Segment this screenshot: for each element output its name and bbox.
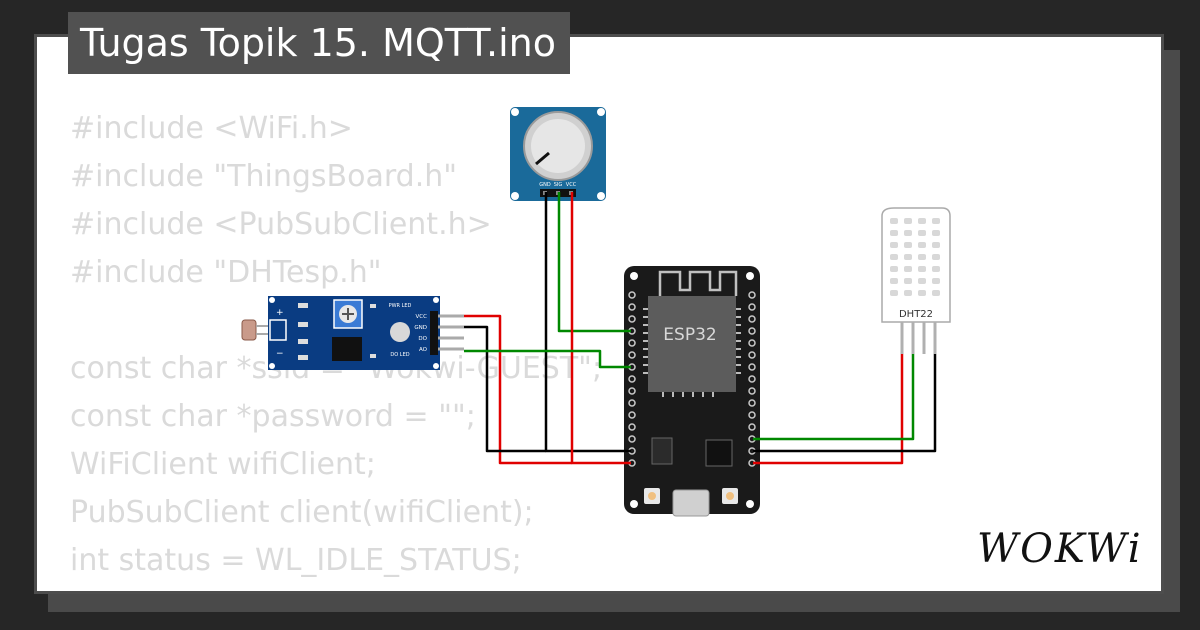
wokwi-wordmark: WOKWi <box>977 526 1143 572</box>
dht22-case <box>881 207 951 323</box>
pot-pin-label: VCC <box>566 182 577 188</box>
code-line: WiFiClient wifiClient; <box>70 447 376 482</box>
wire-ldr-gnd <box>464 325 546 453</box>
pwr-led-label: PWR LED <box>389 303 412 309</box>
wire-dht-gnd <box>753 354 937 453</box>
wire-ldr-ao <box>464 349 631 369</box>
wires <box>464 192 937 465</box>
esp32-board[interactable]: ESP32 <box>624 266 760 517</box>
voltage-regulator <box>651 437 673 465</box>
usb-port <box>672 489 710 517</box>
code-line: PubSubClient client(wifiClient); <box>70 495 534 530</box>
wokwi-logo: WOKWi <box>977 526 1143 572</box>
wire-pot-sig <box>557 192 631 333</box>
usb-uart-chip <box>705 439 733 467</box>
ldr-pin-label: AO <box>419 347 428 353</box>
dht22-label: DHT22 <box>899 309 933 320</box>
pot-pin-label: SIG <box>554 182 563 188</box>
code-line: int status = WL_IDLE_STATUS; <box>70 543 522 578</box>
code-line: #include <WiFi.h> <box>70 111 353 146</box>
photoresistor <box>241 319 257 341</box>
potentiometer-module[interactable]: GND SIG VCC <box>510 107 606 201</box>
dht22-sensor[interactable]: DHT22 <box>881 207 951 354</box>
dht22-grille <box>890 218 940 296</box>
ldr-pin-label: VCC <box>416 314 428 320</box>
left-header-pins <box>628 291 636 467</box>
ldr-pin-label: GND <box>414 325 427 331</box>
right-header-pins <box>748 291 756 467</box>
wire-dht-vcc <box>753 354 904 465</box>
comparator-chip <box>332 337 362 361</box>
pot-pin-label: GND <box>539 182 551 188</box>
wire-pot-vcc <box>570 192 631 465</box>
code-line: #include <PubSubClient.h> <box>70 207 492 242</box>
code-line: #include "ThingsBoard.h" <box>70 159 458 194</box>
wire-dht-data <box>753 354 915 441</box>
wire-ldr-vcc <box>464 314 572 465</box>
ldr-pin-label: DO <box>418 336 427 342</box>
code-line: const char *password = ""; <box>70 399 476 434</box>
code-line: #include "DHTesp.h" <box>70 255 382 290</box>
antenna-trace <box>658 270 738 296</box>
esp32-module-shield <box>648 296 736 392</box>
pot-indicator <box>535 151 550 166</box>
svg-text:−: − <box>276 349 284 359</box>
svg-text:+: + <box>276 308 284 318</box>
esp32-label: ESP32 <box>663 325 716 345</box>
do-led-label: DO LED <box>390 352 409 358</box>
page-title: Tugas Topik 15. MQTT.ino <box>68 12 571 74</box>
ldr-sensor-module[interactable]: + − PWR LED DO LED VCC GND DO AO <box>241 296 464 370</box>
